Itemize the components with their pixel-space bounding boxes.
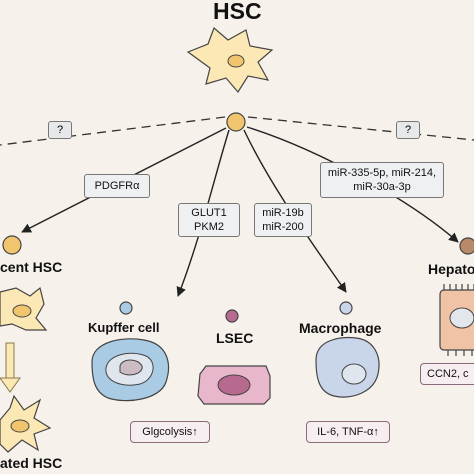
activation-arrow (0, 342, 21, 393)
macrophage-label: Macrophage (299, 320, 382, 336)
mirna-hepatocyte-box: miR-335-5p, miR-214, miR-30a-3p (320, 162, 444, 198)
hsc-cell-top (186, 26, 274, 94)
glut1-pkm2-box: GLUT1 PKM2 (178, 203, 240, 237)
pdgfra-box: PDGFRα (84, 174, 150, 198)
quiescent-hsc-label: cent HSC (0, 259, 63, 275)
hsc-node (226, 112, 246, 132)
kupffer-cell-label: Kupffer cell (88, 320, 160, 335)
ccn2-box: CCN2, c (420, 363, 474, 385)
kupffer-node (119, 301, 133, 315)
hepatocyte-label: Hepato (428, 261, 474, 277)
quiescent-hsc-cell (0, 286, 48, 331)
diagram-title: HSC (213, 0, 262, 24)
pkm2-label: PKM2 (194, 221, 224, 233)
glycolysis-label: Glgcolysis↑ (142, 426, 198, 438)
macrophage-node (339, 301, 353, 315)
macrophage-cell (315, 336, 380, 398)
quiescent-node (2, 235, 22, 255)
dashed-line-left (0, 116, 226, 146)
activated-hsc-cell (0, 394, 52, 453)
mir200-label: miR-200 (262, 221, 304, 233)
mir-line2: miR-30a-3p (353, 181, 411, 193)
cytokines-label: IL-6, TNF-α↑ (317, 426, 379, 438)
glut1-label: GLUT1 (191, 207, 227, 219)
glycolysis-box: Glgcolysis↑ (130, 421, 210, 443)
activated-hsc-label: ated HSC (0, 455, 63, 471)
mir-line1: miR-335-5p, miR-214, (327, 167, 437, 179)
hepatocyte-cell (439, 284, 474, 356)
mir19b-label: miR-19b (262, 207, 304, 219)
ccn2-label: CCN2, c (427, 368, 469, 380)
cytokines-box: IL-6, TNF-α↑ (306, 421, 390, 443)
kupffer-cell (91, 338, 170, 402)
lsec-node (225, 309, 239, 323)
dashed-line-right (247, 116, 474, 141)
hepatocyte-node (459, 237, 474, 255)
lsec-cell (197, 365, 271, 405)
unknown-mediator-left: ? (48, 121, 72, 139)
unknown-mediator-right: ? (396, 121, 420, 139)
lsec-label: LSEC (216, 330, 254, 346)
mir19b-mir200-box: miR-19b miR-200 (254, 203, 312, 237)
pdgfra-label: PDGFRα (94, 180, 140, 192)
